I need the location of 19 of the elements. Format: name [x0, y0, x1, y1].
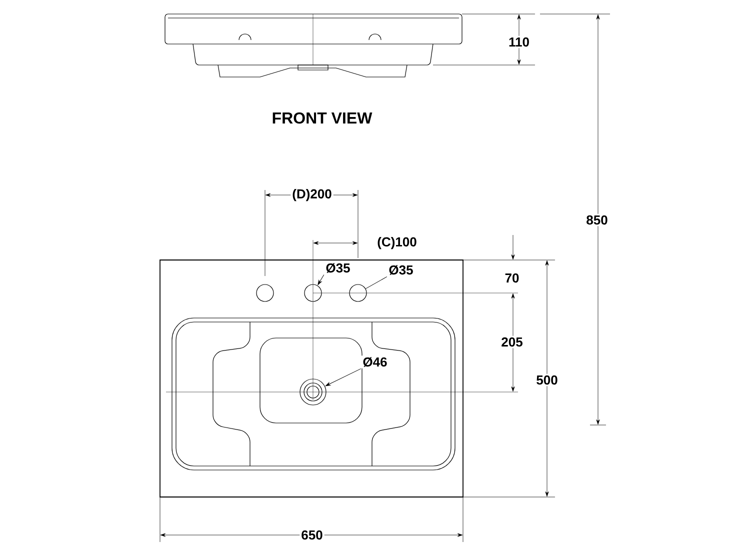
dimension-label: 850	[584, 214, 610, 226]
dimension-label: 650	[300, 528, 324, 542]
dimension-label: Ø35	[324, 262, 352, 274]
dimension-label: 500	[534, 374, 560, 386]
dimension-label: (C)100	[376, 235, 418, 251]
leader-line	[365, 276, 388, 289]
dimension-label: 205	[500, 336, 524, 348]
tap-hole	[304, 284, 322, 302]
dimension-label: 110	[507, 36, 531, 48]
drain	[300, 378, 326, 406]
tap-hole	[349, 284, 367, 302]
tap-hole	[256, 284, 274, 302]
leader-line	[325, 368, 362, 386]
dimension-label: 70	[503, 272, 521, 284]
dimension-label: Ø35	[387, 264, 415, 276]
dimension-label: (D)200	[290, 187, 334, 203]
view-title: FRONT VIEW	[272, 112, 372, 124]
dimension-label: Ø46	[361, 356, 389, 368]
leader-line	[318, 274, 324, 286]
